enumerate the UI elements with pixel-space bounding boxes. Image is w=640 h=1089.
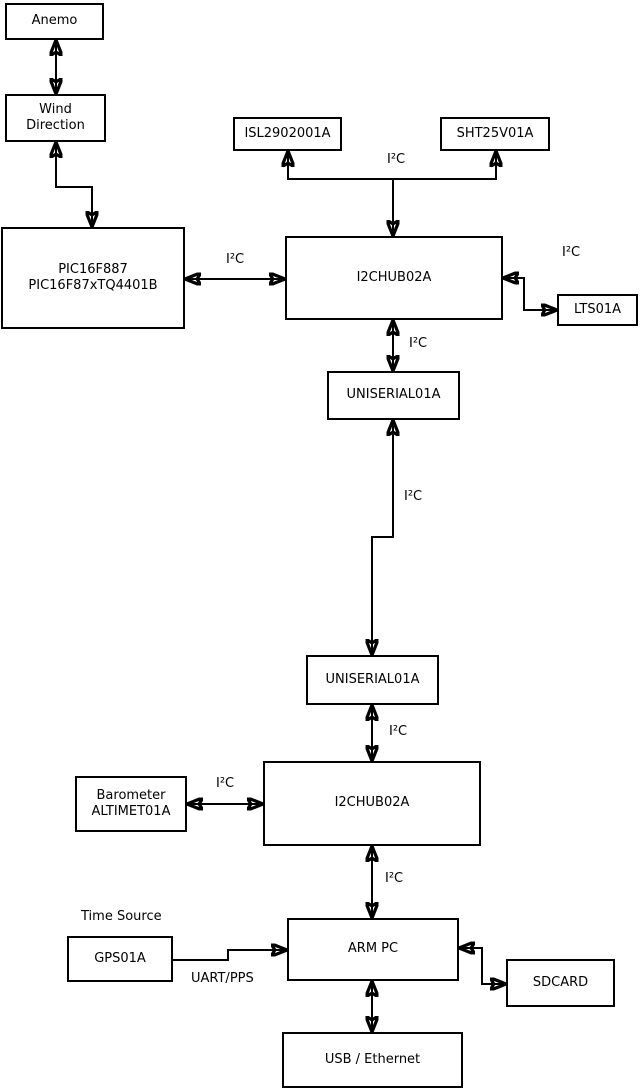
label-i2c-hub-uniserial: I²C xyxy=(409,336,428,351)
node-sdcard: SDCARD xyxy=(506,959,615,1007)
node-uniserial-upper: UNISERIAL01A xyxy=(327,371,460,420)
node-lts01a-label: LTS01A xyxy=(573,301,622,317)
label-i2c-top-bus: I²C xyxy=(387,152,406,167)
node-isl2902001a: ISL2902001A xyxy=(233,117,342,151)
label-i2c-hub2-armpc: I²C xyxy=(385,871,404,886)
node-pic: PIC16F887 PIC16F87xTQ4401B xyxy=(1,227,185,329)
node-arm-pc: ARM PC xyxy=(287,918,459,981)
node-wind-direction: Wind Direction xyxy=(5,94,106,142)
node-gps01a-label: GPS01A xyxy=(94,950,146,966)
label-time-source: Time Source xyxy=(81,909,162,924)
label-i2c-uniserial-hub2: I²C xyxy=(389,724,408,739)
node-barometer: Barometer ALTIMET01A xyxy=(75,776,187,832)
node-arm-pc-label: ARM PC xyxy=(347,941,399,957)
node-wind-direction-label: Wind Direction xyxy=(26,101,85,133)
label-i2c-uniserial-link: I²C xyxy=(404,489,423,504)
node-i2chub-upper-label: I2CHUB02A xyxy=(356,269,432,285)
node-pic-label: PIC16F887 PIC16F87xTQ4401B xyxy=(28,261,158,293)
node-isl2902001a-label: ISL2902001A xyxy=(244,125,331,141)
edge-gps-armpc xyxy=(173,950,287,961)
node-uniserial-upper-label: UNISERIAL01A xyxy=(346,387,441,403)
node-sht25v01a: SHT25V01A xyxy=(440,117,550,151)
node-uniserial-lower-label: UNISERIAL01A xyxy=(325,671,420,687)
label-i2c-barometer-hub: I²C xyxy=(216,776,235,791)
label-uart-pps: UART/PPS xyxy=(191,971,254,986)
node-barometer-label: Barometer ALTIMET01A xyxy=(91,787,171,819)
node-sdcard-label: SDCARD xyxy=(532,974,589,990)
node-anemo: Anemo xyxy=(5,3,104,40)
edge-i2chub-upper-lts xyxy=(503,278,557,310)
node-anemo-label: Anemo xyxy=(31,13,78,29)
node-i2chub-upper: I2CHUB02A xyxy=(285,236,503,320)
label-i2c-hub-lts: I²C xyxy=(562,245,581,260)
edge-armpc-sdcard xyxy=(459,948,506,984)
node-lts01a: LTS01A xyxy=(557,294,638,326)
edge-uniserial-link xyxy=(372,420,393,655)
node-usb-ethernet: USB / Ethernet xyxy=(282,1032,463,1088)
label-i2c-pic-hub: I²C xyxy=(226,252,245,267)
node-gps01a: GPS01A xyxy=(67,936,173,982)
node-sht25v01a-label: SHT25V01A xyxy=(456,125,534,141)
node-i2chub-lower-label: I2CHUB02A xyxy=(334,795,410,811)
node-uniserial-lower: UNISERIAL01A xyxy=(306,655,439,705)
node-i2chub-lower: I2CHUB02A xyxy=(263,761,481,846)
node-usb-ethernet-label: USB / Ethernet xyxy=(324,1051,421,1067)
edge-wind-pic xyxy=(56,142,92,227)
